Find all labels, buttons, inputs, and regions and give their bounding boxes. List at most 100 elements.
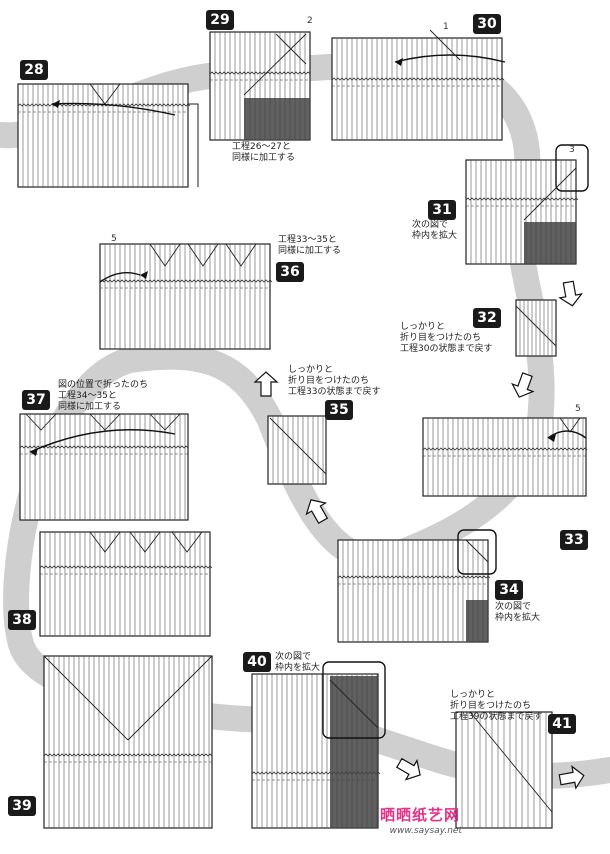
panel-step-41 [455,711,553,829]
step-badge-31: 31 [428,200,456,220]
step-badge-41: 41 [548,714,576,734]
panel-step-37-crease-zigzag [19,445,189,449]
panel-step-39-crease-zigzag [43,753,213,757]
watermark-title: 晒晒纸艺网 [379,806,460,824]
panel-step-28-pleats [22,84,184,187]
flow-arrow-3 [253,371,279,397]
panel-step-29-shaded-area [244,98,310,140]
panel-step-39-pleats [48,656,210,828]
note-step-29: 工程26～27と 同様に加工する [232,142,296,163]
panel-step-30-crease-zigzag [331,77,505,81]
step-badge-28: 28 [20,60,48,80]
note-step-41: しっかりと 折り目をつけたのち 工程39の状態まで戻す [450,690,543,722]
watermark-url: www.saysay.net [389,826,462,836]
step-badge-33: 33 [560,530,588,550]
panel-step-36-pleats [104,244,266,349]
panel-step-38-triangle-fold-2 [171,531,203,553]
panel-step-34-crease-zigzag [337,575,491,579]
step-badge-38: 38 [8,610,36,630]
flow-arrow-1-shape [558,280,583,307]
step-badge-37: 37 [22,390,50,410]
flow-arrow-5-shape [396,757,421,781]
panel-step-35-outline [267,415,327,485]
panel-step-30-diagonal-crease-0 [429,29,461,61]
panel-step-38-triangle-fold-0 [89,531,121,553]
panel-step-35 [267,415,327,485]
panel-step-34 [337,529,497,643]
panel-step-37-triangle-fold-1 [89,413,121,431]
panel-step-32 [515,299,557,357]
panel-step-39 [43,655,213,829]
note-step-34: 次の図で 枠内を拡大 [495,602,541,623]
flow-arrow-1 [558,280,583,307]
note-step-36: 工程33～35と 同様に加工する [278,235,342,256]
panel-step-29-crease-zigzag [209,71,311,75]
panel-step-37 [19,413,189,521]
panel-step-33 [422,417,588,497]
panel-step-30 [331,29,506,141]
panel-step-38-pleats [44,532,206,636]
panel-step-38 [39,531,213,637]
panel-step-37-fold-arrow [29,429,176,453]
panel-step-36-fold-arrow [99,272,141,283]
panel-step-41-pleats [461,712,547,828]
step-badge-39: 39 [8,796,36,816]
flow-arrow-4 [305,499,329,524]
panel-step-40-shaded-area [330,676,378,828]
step-badge-36: 36 [276,262,304,282]
panel-step-36-triangle-fold-2 [225,243,257,267]
note-step-40: 次の図で 枠内を拡大 [275,652,321,673]
panel-step-36-crease-zigzag [99,279,273,283]
flow-arrow-6-shape [558,765,585,790]
panel-step-32-pleats [519,300,553,356]
panel-step-37-pleats [24,414,186,520]
note-step-31: 次の図で 枠内を拡大 [412,220,458,241]
panel-step-30-fold-arrowhead [395,58,403,66]
panel-step-30-pleats [336,38,498,140]
panel-step-40 [251,661,386,829]
panel-step-28-fold-arrow [51,102,176,116]
panel-step-29-pleats [214,32,306,140]
dimension-31: 3 [569,145,575,155]
panel-step-36-triangle-fold-0 [149,243,181,267]
flow-arrow-6 [558,765,585,790]
note-step-32: しっかりと 折り目をつけたのち 工程30の状態まで戻す [400,322,493,354]
panel-step-32-diagonal-crease-0 [515,305,557,347]
panel-step-38-triangle-fold-1 [129,531,161,553]
dimension-36: 5 [111,234,117,244]
panel-step-36-triangle-fold-1 [187,243,219,267]
flow-arrow-4-shape [305,499,329,524]
panel-step-41-diagonal-crease-0 [469,711,553,813]
step-badge-30: 30 [473,14,501,34]
step-badge-34: 34 [495,580,523,600]
panel-step-31-crease-zigzag [465,197,579,201]
panel-step-34-pleats [342,540,484,642]
panel-step-34-enlarge-frame [457,529,497,575]
dimension-30: 1 [443,22,449,32]
panel-step-38-crease-zigzag [39,565,213,569]
panel-step-37-triangle-fold-2 [149,413,181,431]
panel-step-36 [99,243,273,350]
panel-step-40-diagonal-crease-0 [329,679,379,729]
panel-step-28-fold-arrowhead [52,100,60,108]
flow-arrow-2 [511,372,535,398]
panel-step-29 [209,31,311,141]
panel-step-39-diagonal-crease-0 [43,655,129,741]
panel-step-33-pleats [427,418,584,496]
panel-step-34-shaded-area [466,600,488,642]
flow-arrow-3-shape [253,371,279,397]
step-badge-29: 29 [206,10,234,30]
panel-step-31-enlarge-frame [555,144,589,192]
panel-step-31-pleats [470,160,572,264]
panel-step-31-diagonal-crease-0 [523,167,577,221]
panel-step-40-enlarge-frame [322,661,386,739]
panel-step-37-triangle-fold-0 [25,413,57,431]
dimension-29: 2 [307,16,313,26]
flow-arrow-2-shape [511,372,535,398]
flow-arrow-5 [396,757,421,781]
panel-step-33-triangle-fold-0 [559,417,581,433]
panel-step-36-fold-arrowhead [140,271,148,279]
panel-step-34-diagonal-crease-0 [465,539,489,563]
